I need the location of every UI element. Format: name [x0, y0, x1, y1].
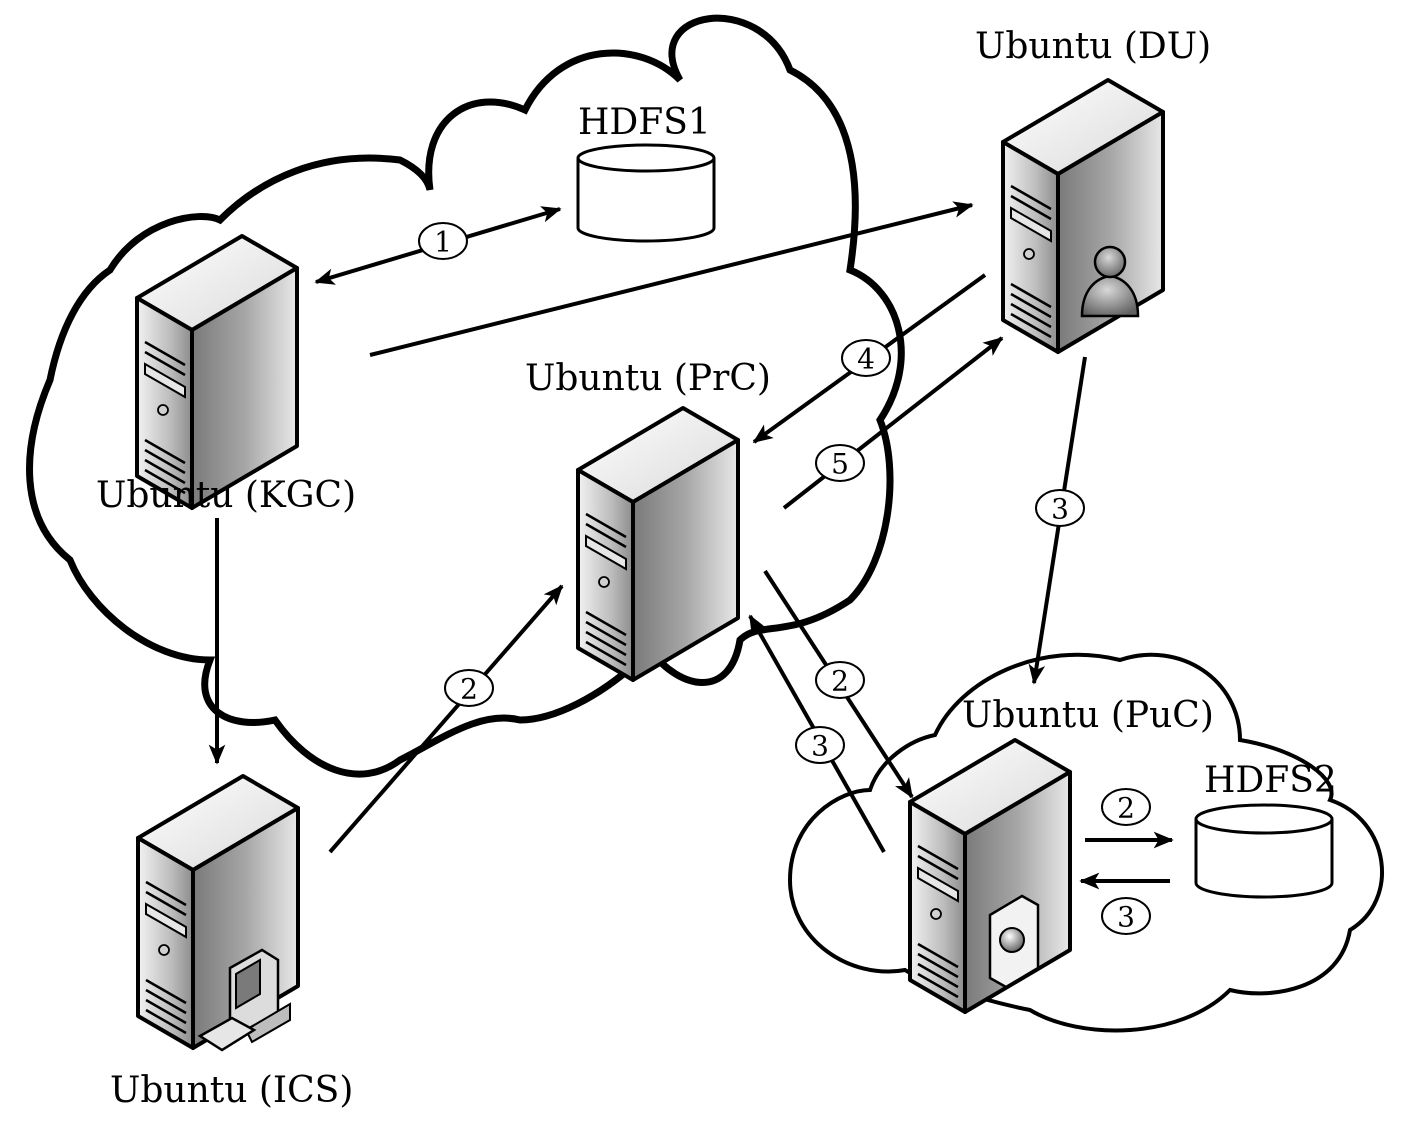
- hdfs2-database: [1194, 803, 1334, 899]
- svg-text:4: 4: [857, 343, 875, 376]
- edge-ics-prc: [328, 584, 564, 854]
- svg-text:3: 3: [1117, 901, 1135, 934]
- certificate-globe-icon: [988, 894, 1040, 989]
- kgc-server: [135, 234, 299, 510]
- hdfs1-database: [576, 143, 716, 243]
- user-icon: [1080, 245, 1140, 318]
- svg-text:3: 3: [1051, 493, 1069, 526]
- step-badge-hdfs2-puc: 3: [1101, 897, 1151, 935]
- du-label: Ubuntu (DU): [975, 26, 1211, 67]
- edge-prc-du: [782, 336, 1004, 510]
- step-badge-prc-du: 5: [815, 444, 865, 482]
- svg-text:3: 3: [811, 730, 829, 763]
- prc-server: [576, 406, 740, 682]
- svg-text:2: 2: [831, 665, 849, 698]
- step-badge-puc-hdfs2: 2: [1101, 788, 1151, 826]
- edge-kgc-du: [369, 201, 974, 357]
- hdfs2-label: HDFS2: [1204, 760, 1337, 801]
- puc-cloud: [787, 652, 1384, 1033]
- step-badge-kgc-hdfs1: 1: [418, 222, 468, 260]
- ics-label: Ubuntu (ICS): [110, 1070, 353, 1111]
- prc-label: Ubuntu (PrC): [525, 358, 771, 399]
- puc-label: Ubuntu (PuC): [962, 695, 1214, 736]
- svg-text:1: 1: [434, 226, 452, 259]
- workstation-icon: [197, 948, 291, 1052]
- svg-text:5: 5: [831, 448, 849, 481]
- step-badge-prc-puc: 2: [815, 661, 865, 699]
- hdfs1-label: HDFS1: [578, 102, 711, 143]
- step-badge-du-prc: 4: [841, 339, 891, 377]
- kgc-label: Ubuntu (KGC): [96, 475, 356, 516]
- svg-text:2: 2: [460, 673, 478, 706]
- svg-text:2: 2: [1117, 792, 1135, 825]
- main-cloud: [26, 14, 905, 778]
- step-badge-ics-prc: 2: [444, 669, 494, 707]
- step-badge-du-puc: 3: [1035, 489, 1085, 527]
- step-badge-puc-prc: 3: [795, 726, 845, 764]
